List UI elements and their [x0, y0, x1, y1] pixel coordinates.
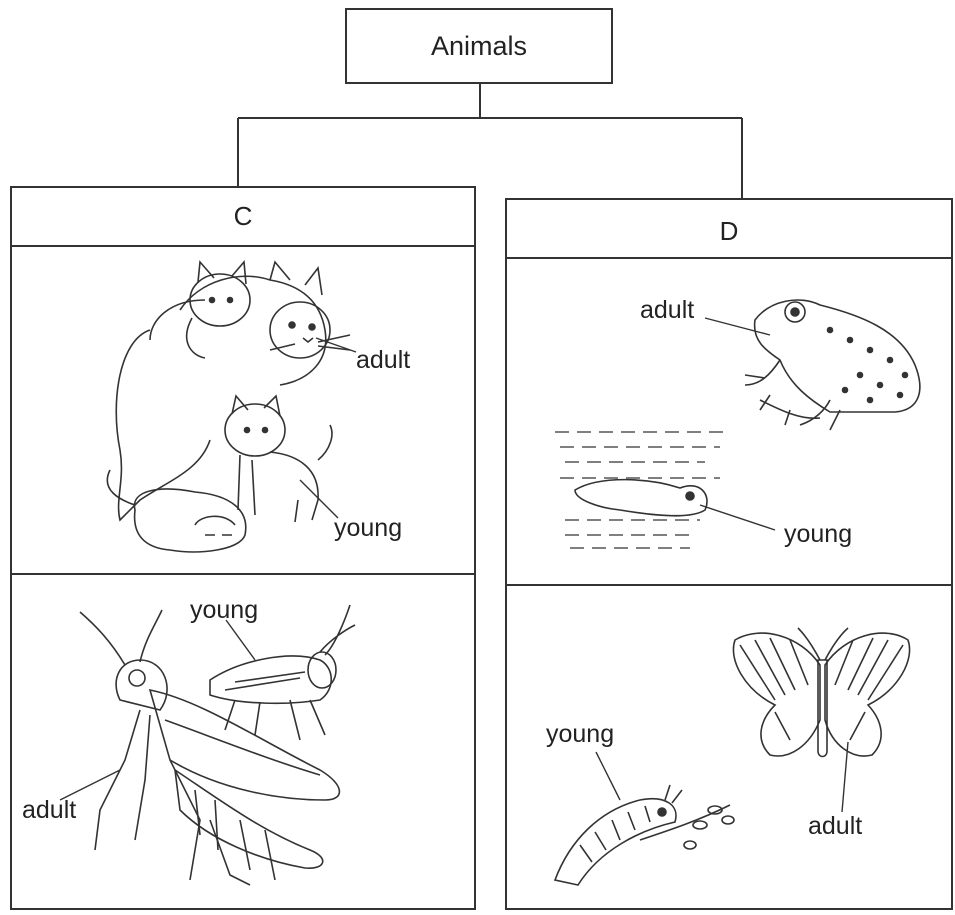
butterfly-adult-pointer: [842, 742, 848, 812]
caterpillar-young-pointer: [596, 752, 620, 800]
cat-young-label: young: [334, 514, 402, 543]
grasshopper-young-label: young: [190, 596, 258, 625]
caterpillar-young-label: young: [546, 720, 614, 749]
butterfly-illustration: [733, 628, 909, 757]
grasshopper-young-pointer: [226, 620, 255, 660]
cat-illustration: [107, 262, 350, 552]
tadpole-young-pointer: [700, 505, 775, 530]
tadpole-young-label: young: [784, 520, 852, 549]
grasshopper-adult-label: adult: [22, 796, 76, 825]
frog-adult-pointer: [705, 318, 770, 335]
cat-adult-label: adult: [356, 346, 410, 375]
frog-illustration: [745, 300, 920, 430]
grasshopper-illustration: [80, 605, 355, 885]
butterfly-adult-label: adult: [808, 812, 862, 841]
tadpole-illustration: [555, 432, 725, 548]
frog-adult-label: adult: [640, 296, 694, 325]
caterpillar-illustration: [555, 785, 734, 885]
cat-young-pointer: [300, 480, 338, 518]
